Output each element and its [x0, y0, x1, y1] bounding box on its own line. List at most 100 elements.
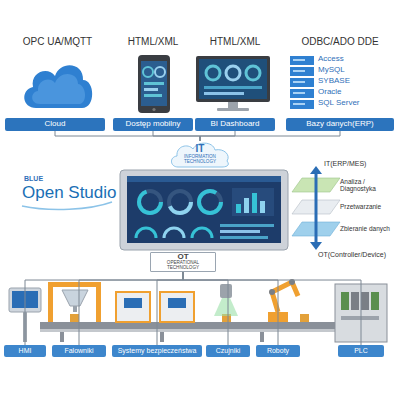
- central-monitor: [136, 228, 156, 238]
- factory-illustration: [70, 314, 79, 322]
- central-monitor: [236, 204, 241, 213]
- layer-stack: [315, 172, 318, 244]
- inverter-frame: [96, 282, 101, 322]
- phone-icon: [144, 94, 162, 97]
- layer-label: Przetwarzanie: [340, 203, 400, 210]
- logo-mark: [22, 202, 112, 209]
- node-text: PLC: [354, 347, 368, 354]
- device-bar: PLC: [338, 345, 384, 357]
- protocol-label: OPC UA/MQTT: [5, 36, 110, 47]
- protocol-label: ODBC/ADO DDE: [286, 36, 394, 47]
- phone-icon: [144, 82, 164, 85]
- central-monitor: [127, 176, 281, 243]
- device-bar: Czujniki: [206, 345, 250, 357]
- node-text: Cloud: [45, 120, 66, 128]
- inverter-frame: [48, 282, 101, 322]
- monitor-icon: [204, 92, 244, 95]
- logo-text: BLUE: [24, 175, 104, 183]
- hmi-panel: [9, 288, 41, 342]
- layer-label: Zbieranie danych: [340, 225, 400, 232]
- logo-text: Open Studio: [22, 184, 122, 203]
- node-text: Falowniki: [64, 347, 93, 354]
- inverter-frame: [48, 282, 101, 287]
- sensor-symbol: [220, 284, 232, 298]
- monitor-icon: [204, 86, 262, 89]
- node-text: Dostęp mobilny: [125, 120, 180, 128]
- database-icon: [290, 78, 314, 87]
- inverter-frame: [48, 282, 53, 322]
- monitor-icon: [196, 56, 270, 102]
- monitor-icon: [217, 108, 249, 111]
- bracket-connector: [183, 272, 228, 345]
- plc-cabinet: [361, 292, 369, 310]
- cloud-icon: [32, 74, 85, 104]
- device-bar: Systemy bezpieczeństwa: [112, 345, 202, 357]
- robot-arm: [272, 282, 298, 312]
- layer-stack: [310, 166, 322, 174]
- bracket-connector: [183, 272, 361, 345]
- factory-illustration: [160, 332, 164, 342]
- hmi-panel: [23, 312, 27, 342]
- bracket-connector: [153, 131, 200, 141]
- central-monitor: [127, 176, 281, 182]
- sensor-symbol: [214, 284, 238, 316]
- central-monitor: [220, 224, 274, 227]
- ot-badge: OTOPERATIONAL TECHNOLOGY: [150, 252, 216, 272]
- cloud-icon: [24, 65, 92, 108]
- safety-cabinet: [160, 292, 194, 322]
- plc-cabinet: [351, 292, 359, 310]
- safety-cabinet: [116, 292, 150, 322]
- service-bar: Bazy danych(ERP): [286, 118, 394, 131]
- database-icon: [293, 70, 305, 72]
- central-monitor: [164, 228, 184, 238]
- central-monitor: [260, 201, 265, 213]
- bracket-connector: [200, 131, 235, 141]
- bracket-connector: [183, 272, 278, 345]
- robot-arm: [268, 312, 288, 322]
- logo-mark: [22, 202, 112, 209]
- node-text: INFORMATION TECHNOLOGY: [168, 155, 232, 165]
- protocol-label: HTML/XML: [112, 36, 194, 47]
- robot-arm: [269, 289, 275, 295]
- service-bar: Dostęp mobilny: [113, 118, 193, 131]
- bracket-connector: [25, 272, 183, 345]
- bracket-connector: [200, 131, 340, 141]
- safety-cabinet: [116, 292, 194, 322]
- database-icon: [293, 103, 305, 105]
- database-icon: [293, 59, 305, 61]
- phone-icon: [143, 67, 153, 77]
- central-monitor: [169, 191, 191, 213]
- cloud-icon: [24, 65, 92, 108]
- phone-icon: [152, 108, 155, 111]
- central-monitor: [120, 170, 288, 250]
- central-monitor: [139, 191, 161, 213]
- factory-illustration: [260, 332, 264, 342]
- phone-icon: [138, 55, 170, 113]
- database-icon: [293, 92, 305, 94]
- central-monitor: [120, 170, 288, 250]
- central-monitor: [199, 191, 221, 213]
- database-icon: [290, 67, 314, 76]
- central-monitor: [232, 188, 274, 216]
- hmi-panel: [9, 288, 41, 312]
- robot-arm: [289, 279, 295, 285]
- plc-cabinet: [371, 292, 379, 310]
- sensor-symbol: [214, 298, 238, 316]
- node-text: BI Dashboard: [211, 120, 260, 128]
- factory-illustration: [40, 329, 340, 332]
- node-text: Roboty: [267, 347, 289, 354]
- node-text: Czujniki: [216, 347, 241, 354]
- central-monitor: [169, 191, 191, 213]
- bracket-connector: [157, 272, 183, 345]
- factory-illustration: [40, 322, 340, 329]
- central-monitor: [220, 230, 260, 233]
- phone-icon: [141, 61, 167, 106]
- layer-label: Analiza / Diagnostyka: [340, 178, 400, 192]
- plc-cabinet: [335, 284, 387, 342]
- node-text: OT: [177, 253, 188, 261]
- service-bar: BI Dashboard: [195, 118, 275, 131]
- central-monitor: [199, 191, 221, 213]
- phone-icon: [138, 55, 170, 113]
- safety-cabinet: [168, 298, 186, 308]
